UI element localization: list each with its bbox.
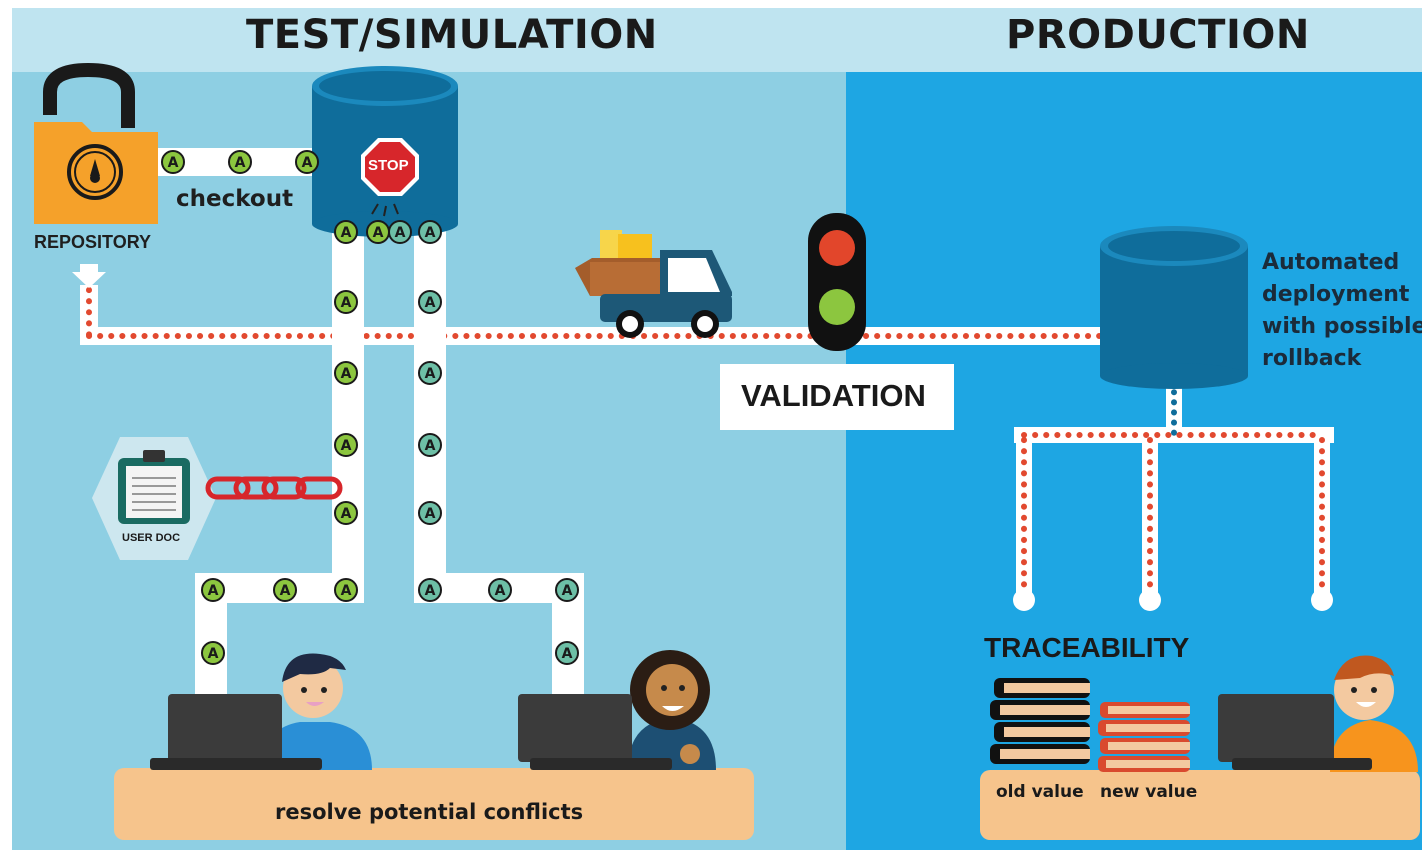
laptop-icon [150,694,322,770]
token-18 [418,578,442,602]
automated-deployment-label: Automated deployment with possible rollb… [1262,247,1422,375]
header-band [12,8,1422,72]
token-14 [418,501,442,525]
token-letter-14: A [425,506,436,522]
token-1 [228,150,252,174]
token-letter-9: A [341,366,352,382]
old-value-label: old value [996,782,1084,802]
token-0 [161,150,185,174]
automated-deployment-line-1: Automated [1262,250,1400,275]
token-6 [418,220,442,244]
token-9 [334,361,358,385]
test-section-title: TEST/SIMULATION [246,12,658,58]
token-letter-10: A [425,366,436,382]
token-8 [418,290,442,314]
token-3 [334,220,358,244]
token-15 [201,578,225,602]
token-letter-5: A [395,225,406,241]
traceability-label: TRACEABILITY [984,632,1190,663]
token-17 [334,578,358,602]
token-letter-7: A [341,295,352,311]
delivery-truck-icon [575,230,732,338]
token-2 [295,150,319,174]
token-letter-21: A [208,646,219,662]
token-21 [201,641,225,665]
validation-box [720,364,954,430]
automated-deployment-line-3: with possible [1262,314,1422,339]
token-12 [418,433,442,457]
new-value-label: new value [1100,782,1198,802]
stop-label: STOP [368,157,409,174]
token-letter-16: A [280,583,291,599]
token-10 [418,361,442,385]
token-letter-19: A [495,583,506,599]
token-16 [273,578,297,602]
token-5 [388,220,412,244]
token-20 [555,578,579,602]
token-13 [334,501,358,525]
laptop-icon-3 [1218,694,1372,770]
token-letter-17: A [341,583,352,599]
token-22 [555,641,579,665]
stop-sign-icon [361,138,419,217]
token-letter-0: A [168,155,179,171]
book-stack-old-value [990,678,1090,764]
checkout-label: checkout [176,186,294,212]
validation-label: VALIDATION [741,378,926,413]
developer-avatar [262,653,372,770]
book-stack-new-value [1098,702,1190,772]
token-letter-8: A [425,295,436,311]
token-letter-3: A [341,225,352,241]
token-letter-6: A [425,225,436,241]
token-7 [334,290,358,314]
token-letter-4: A [373,225,384,241]
chain-link-icon [205,476,343,500]
laptop-icon-2 [518,694,672,770]
traffic-light-icon [808,213,866,351]
token-letter-2: A [302,155,313,171]
down-arrow-icon [72,264,106,288]
production-section-title: PRODUCTION [1006,12,1310,58]
developer-avatar-2 [628,650,716,770]
token-letter-22: A [562,646,573,662]
repository-lock-icon [34,62,158,224]
token-letter-15: A [208,583,219,599]
user-doc-label: USER DOC [122,532,181,544]
production-desk [980,770,1420,840]
automated-deployment-line-2: deployment [1262,282,1410,307]
token-19 [488,578,512,602]
resolve-conflicts-label: resolve potential conflicts [275,800,584,824]
token-letter-18: A [425,583,436,599]
production-database [1100,226,1248,389]
repository-label: REPOSITORY [34,232,152,252]
token-letter-11: A [341,438,352,454]
token-letter-13: A [341,506,352,522]
token-letter-20: A [562,583,573,599]
user-doc-icon [92,437,216,560]
token-11 [334,433,358,457]
desk [114,768,754,840]
token-letter-1: A [235,155,246,171]
token-letter-12: A [425,438,436,454]
automated-deployment-line-4: rollback [1262,346,1362,371]
